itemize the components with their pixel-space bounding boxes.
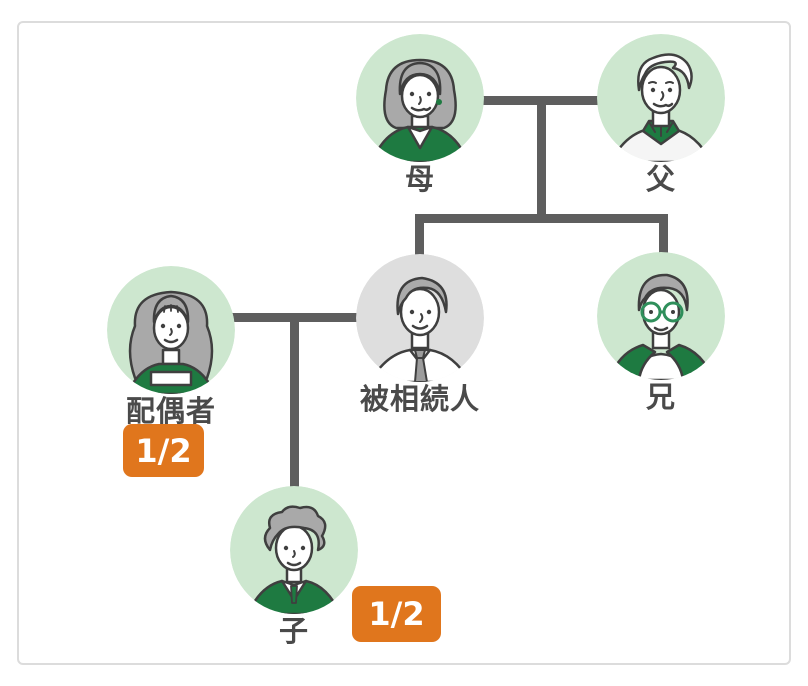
spouse-label: 配偶者 [125, 394, 216, 428]
child-avatar-icon [230, 486, 358, 614]
mother-label: 母 [404, 162, 435, 196]
father-label: 父 [645, 162, 676, 196]
spouse-avatar-icon [107, 266, 235, 394]
child-share-badge: 1/2 [352, 586, 441, 642]
person-brother: 兄 [581, 252, 741, 413]
deceased-label: 被相続人 [359, 382, 480, 416]
person-child: 子 [214, 486, 374, 647]
person-father: 父 [581, 34, 741, 195]
mother-avatar-icon [356, 34, 484, 162]
person-spouse: 配偶者 [91, 266, 251, 427]
connector-parents-vertical [537, 96, 546, 223]
person-mother: 母 [340, 34, 500, 195]
brother-label: 兄 [645, 380, 676, 414]
brother-avatar-icon [597, 252, 725, 380]
spouse-share-badge: 1/2 [123, 424, 204, 477]
father-avatar-icon [597, 34, 725, 162]
connector-drop-to-child [290, 313, 299, 490]
connector-drop-to-deceased [415, 214, 424, 262]
connector-siblings-horizontal [415, 214, 668, 223]
connector-drop-to-brother [659, 214, 668, 260]
person-deceased: 被相続人 [340, 254, 500, 415]
deceased-avatar-icon [356, 254, 484, 382]
child-label: 子 [278, 614, 309, 648]
